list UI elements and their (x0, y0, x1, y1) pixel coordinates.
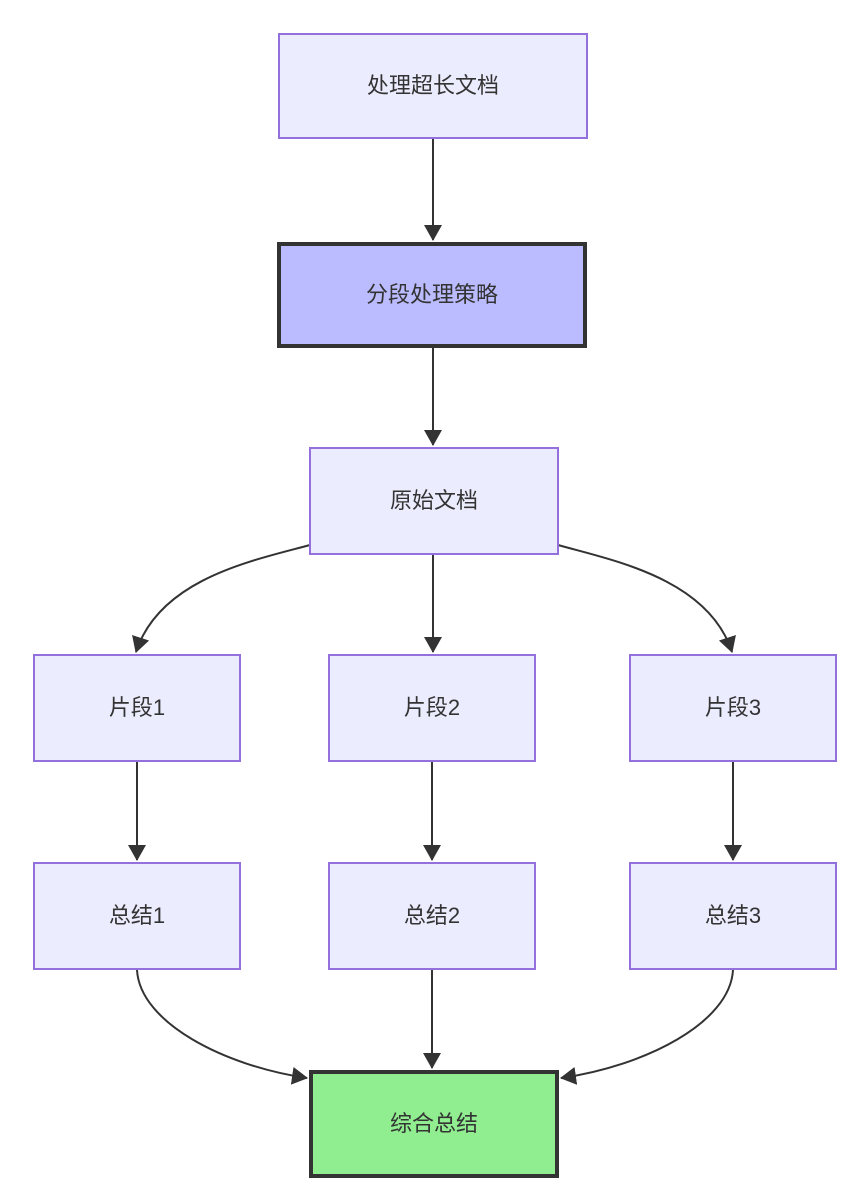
node-E: 片段2 (328, 654, 536, 762)
node-label: 总结2 (403, 902, 461, 928)
node-label: 总结3 (704, 902, 762, 928)
node-B: 分段处理策略 (277, 242, 587, 348)
node-label: 分段处理策略 (365, 281, 498, 307)
node-label: 综合总结 (389, 1110, 478, 1136)
node-A: 处理超长文档 (278, 33, 588, 139)
node-label: 片段2 (403, 694, 461, 720)
node-label: 片段3 (704, 694, 762, 720)
edge-I-J (560, 969, 734, 1085)
node-J: 综合总结 (309, 1070, 559, 1178)
edge-C-D (132, 544, 311, 653)
node-F: 片段3 (629, 654, 837, 762)
node-C: 原始文档 (309, 447, 559, 555)
node-label: 片段1 (108, 694, 166, 720)
node-H: 总结2 (328, 862, 536, 970)
node-label: 总结1 (108, 902, 166, 928)
node-label: 处理超长文档 (366, 72, 499, 98)
node-G: 总结1 (33, 862, 241, 970)
edge-C-F (557, 544, 736, 653)
node-I: 总结3 (629, 862, 837, 970)
node-D: 片段1 (33, 654, 241, 762)
node-label: 原始文档 (389, 487, 478, 513)
edge-G-J (136, 969, 308, 1085)
